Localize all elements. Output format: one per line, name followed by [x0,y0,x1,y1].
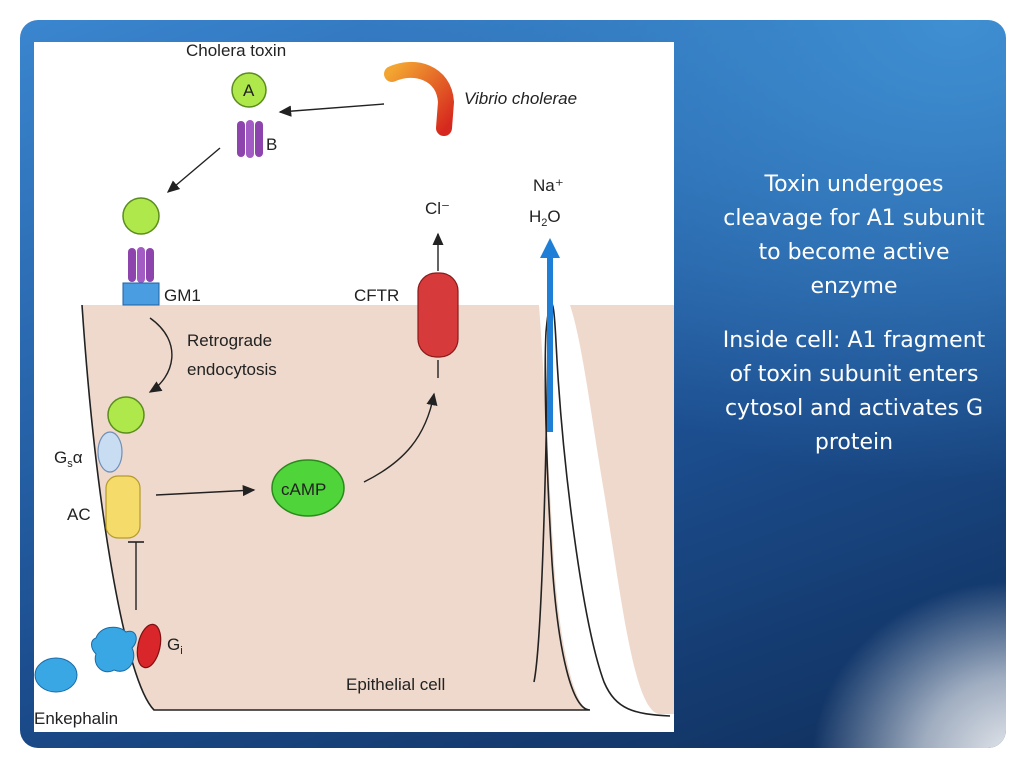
enkephalin-molecule [34,657,78,693]
epithelial-cell-outline [81,304,591,711]
enkephalin-receptor [91,626,137,673]
vibrio-cholerae-label: Vibrio cholerae [464,89,577,108]
cftr-label: CFTR [354,286,399,305]
toxin-b-subunit [237,120,263,158]
diagram-svg: Cholera toxin A B Vibrio cholerae GM1 Re… [34,42,674,728]
gs-alpha-label: Gsα [54,448,83,470]
sodium-label: Na⁺ [533,176,564,195]
slide-paragraph-activation: Inside cell: A1 fragment of toxin subuni… [722,328,986,455]
chloride-label: Cl⁻ [425,199,450,218]
cholera-toxin-label: Cholera toxin [186,42,286,60]
camp-molecule [271,459,345,517]
toxin-binding-arrow [166,147,221,193]
ac-label: AC [67,505,91,524]
gm1-label: GM1 [164,286,201,305]
gi-protein [136,623,162,669]
camp-label: cAMP [281,480,326,499]
retrograde-label-line2: endocytosis [187,360,277,379]
cholera-toxin-diagram: Cholera toxin A B Vibrio cholerae GM1 Re… [34,42,674,732]
gi-label: Gi [167,635,183,657]
toxin-a-subunit [231,72,267,108]
slide-paragraph-cleavage: Toxin undergoes cleavage for A1 subunit … [723,172,985,299]
slide-text-box: Toxin undergoes cleavage for A1 subunit … [712,168,996,480]
retrograde-label-line1: Retrograde [187,331,272,350]
epithelial-cell-fill [82,305,590,710]
retrograde-endocytosis-arrow [148,317,173,393]
toxin-a-label: A [243,81,255,100]
intracellular-a1-fragment [107,396,145,434]
vibrio-to-toxin-arrow [278,103,385,117]
bound-toxin-b-subunit [128,247,154,283]
epithelial-cell-fill-right [560,305,674,714]
toxin-b-label: B [266,135,277,154]
vibrio-cholerae-bacterium [384,61,455,136]
water-efflux-arrow-head [540,238,560,258]
enkephalin-label: Enkephalin [34,709,118,728]
water-label: H2O [529,207,561,229]
epithelial-cell-label: Epithelial cell [346,675,445,694]
microvillus-outline [533,303,671,717]
gm1-receptor [122,282,160,306]
ac-to-camp-arrow [155,484,256,497]
gs-alpha-protein [97,431,123,473]
adenylate-cyclase [105,475,141,539]
camp-to-cftr-arrow [363,392,438,483]
bound-toxin-a-subunit [122,197,160,235]
cftr-channel [417,272,459,358]
